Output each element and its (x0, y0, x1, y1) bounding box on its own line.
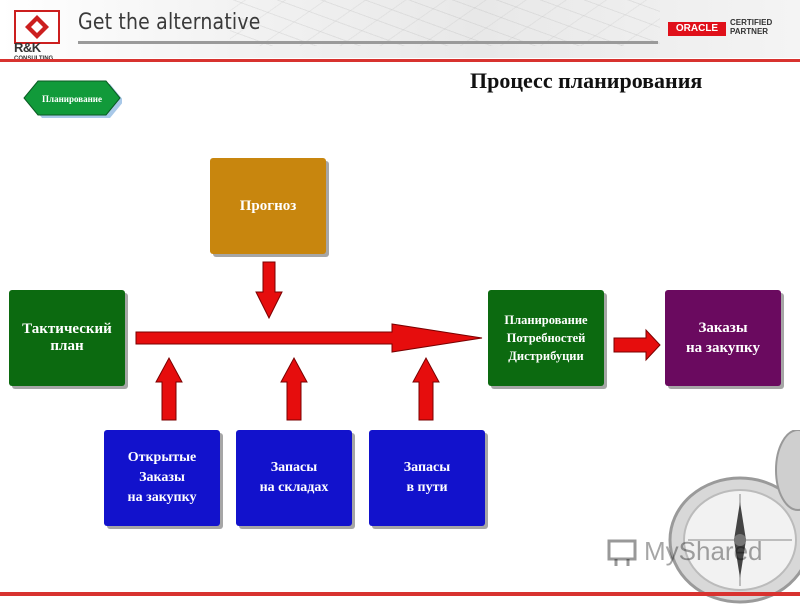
open-orders-box: Открытые Заказы на закупку (104, 430, 220, 526)
watermark-text: MyShared (644, 536, 763, 566)
forecast-label: Прогноз (239, 197, 297, 214)
purchase-orders-label: Заказы на закупку (686, 320, 760, 356)
drp-to-orders-arrow (613, 328, 661, 362)
compass-decoration-icon (668, 430, 800, 604)
page-title: Процесс планирования (470, 68, 703, 93)
logo-diamond-icon (25, 15, 49, 39)
footer-divider (0, 592, 800, 596)
open-orders-label: Открытые Заказы на закупку (127, 450, 197, 505)
drp-box: Планирование Потребностей Дистрибуции (488, 290, 604, 386)
header-bar (0, 0, 800, 58)
oracle-logo: ORACLE (668, 22, 726, 36)
warehouse-up-arrow (280, 356, 308, 421)
tactical-plan-box: Тактический план (9, 290, 125, 386)
warehouse-stock-box: Запасы на складах (236, 430, 352, 526)
forecast-down-arrow (255, 261, 283, 320)
tagline-underline (78, 41, 658, 44)
drp-label: Планирование Потребностей Дистрибуции (504, 313, 588, 363)
header-map-decoration (230, 0, 660, 46)
transit-up-arrow (412, 356, 440, 421)
certified-partner-label: CERTIFIED PARTNER (730, 18, 772, 36)
main-flow-arrow (135, 323, 483, 353)
transit-stock-label: Запасы в пути (403, 460, 451, 495)
open-orders-up-arrow (155, 356, 183, 421)
purchase-orders-box: Заказы на закупку (665, 290, 781, 386)
header-divider (0, 59, 800, 62)
logo-text: R&K (14, 40, 41, 55)
tactical-plan-label: Тактический план (22, 321, 112, 354)
logo-mark (14, 10, 60, 44)
partner-line: PARTNER (730, 27, 769, 36)
forecast-box: Прогноз (210, 158, 326, 254)
warehouse-stock-label: Запасы на складах (259, 460, 329, 495)
certified-line: CERTIFIED (730, 18, 773, 27)
section-badge-label: Планирование (42, 94, 102, 104)
section-badge-shape (23, 80, 122, 118)
transit-stock-box: Запасы в пути (369, 430, 485, 526)
watermark-icon (607, 539, 637, 566)
tagline: Get the alternative (78, 10, 261, 35)
